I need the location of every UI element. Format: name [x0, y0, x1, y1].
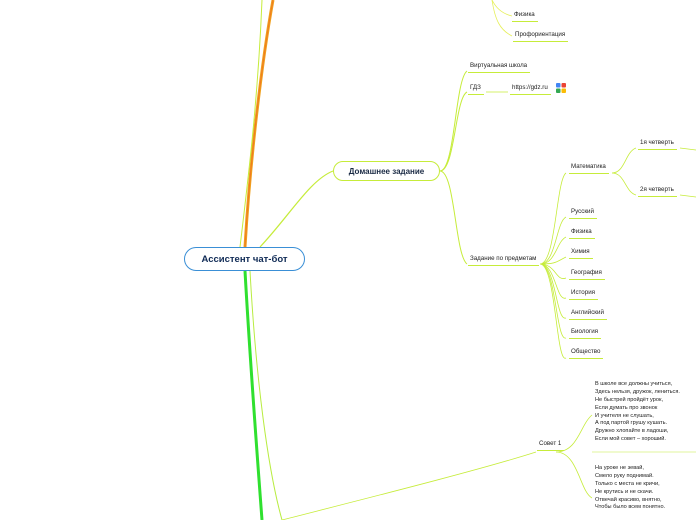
root-node[interactable]: Ассистент чат-бот	[184, 247, 305, 271]
node-subject-physics[interactable]: Физика	[569, 228, 595, 240]
node-gdz[interactable]: ГДЗ	[468, 84, 484, 96]
branch-orange-up-inner	[244, 0, 274, 248]
branch-green-down	[243, 270, 264, 520]
node-subject-geography[interactable]: География	[569, 269, 605, 281]
branch-lime-down	[249, 270, 283, 520]
advice-poem-2: На уроке не зевай, Смело руку поднимай. …	[595, 465, 666, 511]
node-subject-biology[interactable]: Биология	[569, 328, 602, 340]
node-advice-1[interactable]: Совет 1	[537, 440, 565, 452]
node-career-guidance[interactable]: Профориентация	[513, 31, 569, 43]
node-subject-tasks[interactable]: Задание по предметам	[468, 255, 540, 267]
branch-orange-up	[243, 0, 275, 248]
node-subject-history[interactable]: История	[569, 289, 598, 301]
advice-poem-1: В школе все должны учиться, Здесь нельзя…	[595, 381, 680, 443]
node-homework[interactable]: Домашнее задание	[333, 161, 440, 181]
node-subject-math[interactable]: Математика	[569, 163, 609, 175]
node-quarter-1[interactable]: 1я четверть	[638, 139, 677, 151]
google-link-icon[interactable]	[555, 82, 567, 94]
branch-lime-up	[239, 0, 263, 248]
node-subject-english[interactable]: Английский	[569, 309, 607, 321]
node-gdz-url[interactable]: https://gdz.ru	[510, 84, 551, 96]
node-subject-chemistry[interactable]: Химия	[569, 248, 593, 260]
node-virtual-school[interactable]: Виртуальная школа	[468, 62, 531, 74]
node-physics-top[interactable]: Физика	[512, 11, 538, 23]
link-root-homework	[259, 170, 334, 248]
node-subject-russian[interactable]: Русский	[569, 208, 597, 220]
node-subject-social[interactable]: Общество	[569, 348, 604, 360]
node-quarter-2[interactable]: 2я четверть	[638, 186, 677, 198]
